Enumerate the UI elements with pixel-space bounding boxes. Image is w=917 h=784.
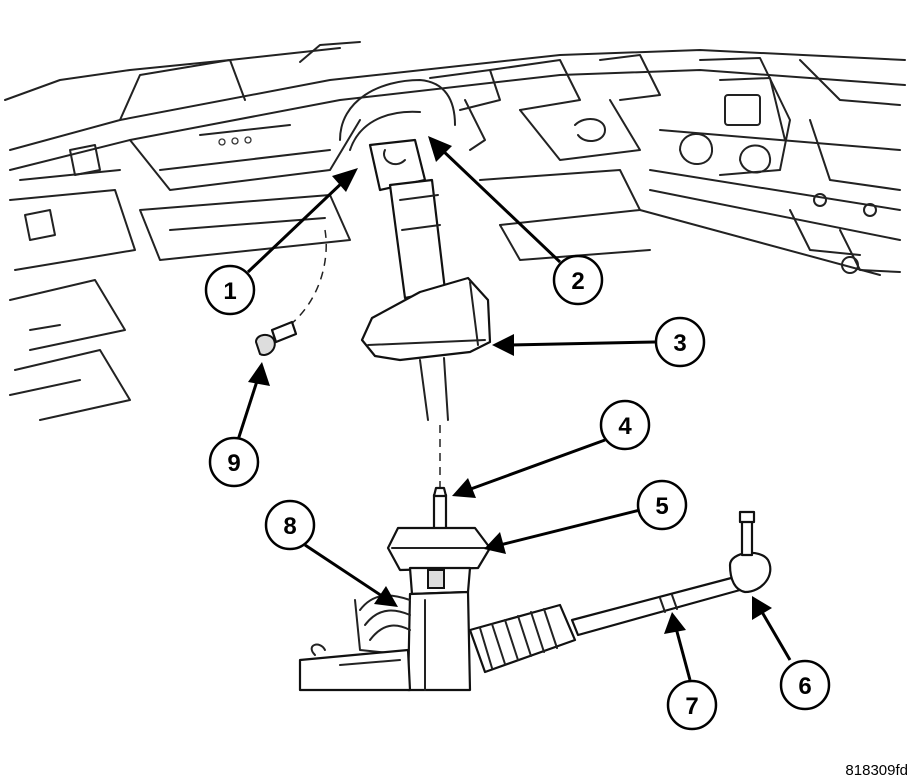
callout-3-label: 3 [673, 330, 686, 357]
callout-2: 2 [552, 254, 604, 306]
callout-7: 7 [666, 679, 718, 731]
figure-reference-code: 818309fd [845, 762, 908, 779]
callout-2-label: 2 [571, 268, 584, 295]
vehicle-body-structure [4, 41, 906, 421]
callout-5-label: 5 [655, 493, 668, 520]
rack-boot [468, 603, 577, 674]
lower-shaft [419, 357, 449, 421]
pinch-bolt [254, 320, 298, 356]
callout-9: 9 [208, 436, 260, 488]
callout-1-label: 1 [223, 278, 236, 305]
callout-4-label: 4 [618, 413, 632, 440]
callout-3: 3 [654, 316, 706, 368]
tie-rod-end [728, 510, 772, 594]
callout-7-label: 7 [685, 693, 698, 720]
callout-6: 6 [779, 659, 831, 711]
callout-5: 5 [636, 479, 688, 531]
callout-8: 8 [264, 499, 316, 551]
tie-rod [570, 575, 742, 637]
callout-6-label: 6 [798, 673, 811, 700]
steering-boot-cover [360, 276, 492, 362]
callout-4: 4 [599, 399, 651, 451]
steering-gear-assembly [298, 486, 492, 692]
callout-9-label: 9 [227, 450, 240, 477]
leader-lines [236, 136, 792, 681]
intermediate-shaft [368, 138, 447, 300]
callout-8-label: 8 [283, 513, 296, 540]
callout-1: 1 [204, 264, 256, 316]
